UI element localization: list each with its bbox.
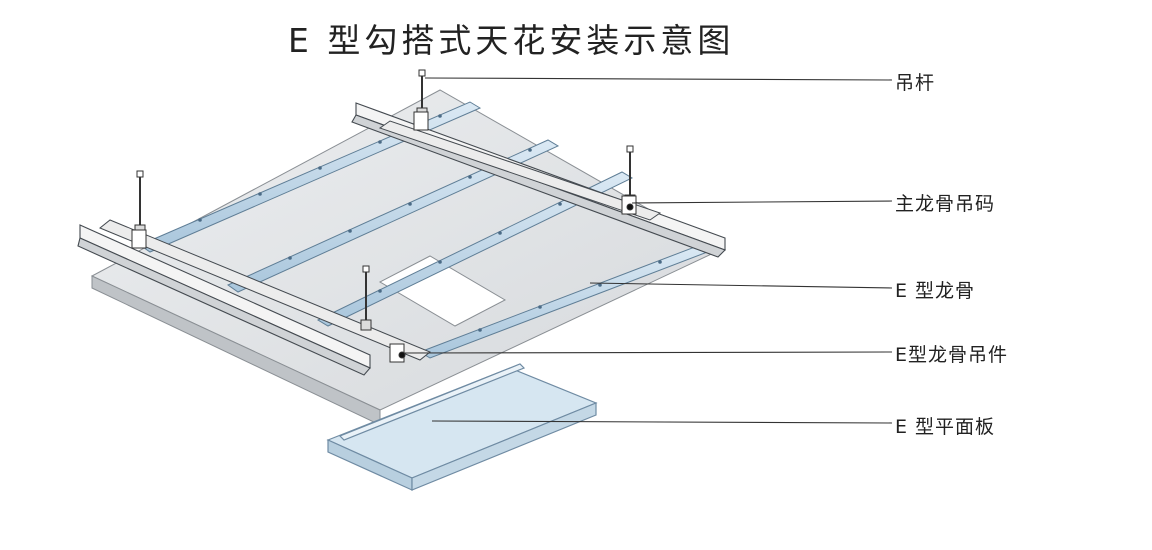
hanger-rod (416, 69, 428, 119)
hanger-rod (360, 265, 372, 331)
leader-line-e-keel-hanger (403, 351, 893, 354)
e-keel (138, 101, 482, 253)
e-keel-rivets (198, 114, 662, 332)
e-keel (226, 139, 560, 293)
hanger-clip-dot (398, 351, 406, 359)
cross-keel (99, 219, 431, 361)
e-flat-panel-part (326, 363, 598, 491)
hanger-rod (134, 170, 146, 236)
label-main-keel-hanger: 主龙骨吊码 (895, 193, 996, 215)
leader-lines (403, 77, 893, 424)
leader-line-e-flat-panel (431, 420, 893, 424)
e-flat-panel-edge (411, 402, 597, 491)
cross-keels (99, 120, 662, 361)
main-keel-hanger-clip (413, 111, 429, 131)
e-keels (138, 101, 712, 359)
leader-line-e-keel (589, 282, 893, 289)
leader-line-main-keel-hanger (631, 200, 893, 204)
main-keel-hangers (131, 111, 637, 363)
e-flat-panel-hook (338, 363, 526, 441)
label-e-flat-panel: E 型平面板 (895, 416, 996, 438)
hanger-clip-dot (626, 203, 634, 211)
label-hanger-rod: 吊杆 (895, 72, 936, 94)
main-keel-lip (77, 237, 371, 376)
label-e-keel: E 型龙骨 (895, 280, 976, 302)
label-e-keel-hanger: E型龙骨吊件 (895, 344, 1009, 366)
panel-opening (378, 255, 507, 327)
main-keel-hanger-clip (131, 229, 147, 249)
e-keel (316, 171, 634, 327)
diagram-title: E 型勾搭式天花安装示意图 (288, 21, 735, 60)
cross-keel (378, 120, 662, 221)
leader-line-hanger-rod (424, 77, 893, 81)
